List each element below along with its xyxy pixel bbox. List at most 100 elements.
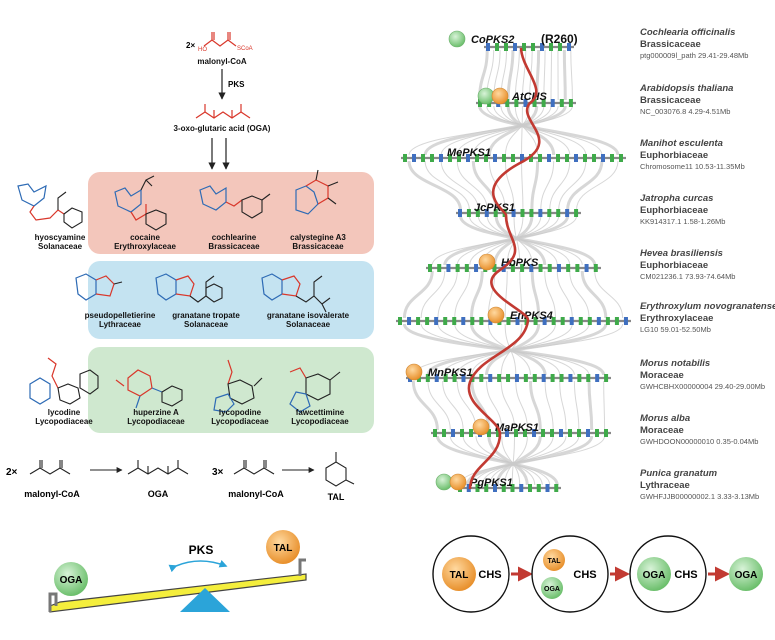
compound-granatane-isovalerate-structure <box>261 273 331 313</box>
stage-3-chs-label: CHS <box>674 569 697 581</box>
gene-block <box>484 209 489 217</box>
synteny-ribbon <box>570 49 573 101</box>
reaction-product: TAL <box>328 492 345 502</box>
gene-block <box>475 209 480 217</box>
gene-block <box>461 374 466 382</box>
gene-block <box>439 154 443 162</box>
gene-block <box>536 484 541 492</box>
gene-block <box>495 43 499 51</box>
gene-block <box>559 429 563 437</box>
synteny-ribbon <box>437 270 458 319</box>
tal-ball-label: TAL <box>274 543 293 554</box>
compound-name: calystegine A3 <box>290 233 346 242</box>
stage-4-oga-label: OGA <box>735 570 758 581</box>
compound-calystegine-structure <box>295 169 339 215</box>
compound-name: lycodine <box>48 408 81 417</box>
gene-block <box>529 154 533 162</box>
synteny-ribbon <box>550 49 552 101</box>
locus-coordinates: LG10 59.01-52.50Mb <box>640 325 711 334</box>
gene-block <box>452 317 457 325</box>
gene-block <box>403 154 407 162</box>
gene-block <box>558 43 562 51</box>
synteny-ribbon <box>420 270 446 319</box>
compound-name: hyoscyamine <box>35 233 86 242</box>
gene-block <box>610 154 614 162</box>
gene-block <box>565 154 569 162</box>
gene-block <box>475 154 479 162</box>
synteny-ribbon <box>456 160 488 211</box>
locus-coordinates: CM021236.1 73.93-74.64Mb <box>640 272 735 281</box>
gene-block <box>442 429 446 437</box>
compound-name: granatane tropate <box>172 311 240 320</box>
compound-name: fawcettimine <box>296 408 345 417</box>
synteny-ribbon <box>580 270 608 319</box>
gene-block <box>586 429 590 437</box>
gene-block <box>532 99 537 107</box>
oga-ball-label: OGA <box>60 575 83 586</box>
gene-block <box>584 264 589 272</box>
gene-block <box>541 99 546 107</box>
synteny-ribbon <box>407 160 462 211</box>
gene-block <box>457 154 461 162</box>
locus-coordinates: KK914317.1 1.58-1.26Mb <box>640 217 725 226</box>
gene-block <box>604 374 609 382</box>
synteny-ribbon <box>504 105 531 156</box>
reaction-tal: 3× malonyl-CoA TAL <box>212 452 355 502</box>
gene-block <box>493 209 498 217</box>
gene-block <box>523 374 528 382</box>
gene-name: PgPKS1 <box>470 477 513 489</box>
gene-block <box>464 264 469 272</box>
ho-label: HO <box>198 47 207 53</box>
synteny-ribbon <box>440 160 479 211</box>
tal-activity-badge <box>449 473 467 491</box>
synteny-ribbon <box>576 160 619 211</box>
seesaw-beam <box>49 573 307 613</box>
gene-block <box>506 374 511 382</box>
synteny-ribbon <box>559 380 567 431</box>
gene-block <box>541 429 545 437</box>
gene-block <box>407 317 412 325</box>
synteny-ribbon <box>562 49 567 101</box>
gene-block <box>568 99 573 107</box>
family-name: Euphorbiaceae <box>640 150 708 161</box>
synteny-ribbon <box>402 270 434 319</box>
gene-block <box>559 99 564 107</box>
compound-cochlearine-structure <box>199 185 271 219</box>
gene-block <box>513 43 517 51</box>
gene-block <box>398 317 402 325</box>
reaction-oga: 2× malonyl-CoA OGA <box>6 460 189 499</box>
synteny-ribbon <box>435 435 559 486</box>
tal-activity-badge <box>472 418 490 436</box>
species-name: Punica granatum <box>640 468 718 479</box>
gene-block <box>448 154 452 162</box>
synteny-ribbon <box>556 270 573 319</box>
gene-block <box>604 429 608 437</box>
synteny-ribbon <box>506 49 515 101</box>
synteny-track: CoPKS2(R260)Cochlearia officinalisBrassi… <box>448 27 748 60</box>
gene-block <box>531 43 535 51</box>
locus-coordinates: ptg000009l_path 29.41-29.48Mb <box>640 51 748 60</box>
species-name: Cochlearia officinalis <box>640 27 735 38</box>
synteny-ribbon <box>478 105 620 156</box>
synteny-ribbon <box>558 160 587 211</box>
synteny-ribbon <box>514 49 520 101</box>
synteny-ribbon <box>587 380 594 431</box>
synteny-ribbon <box>431 215 578 266</box>
gene-block <box>425 317 430 325</box>
synteny-ribbon <box>495 435 542 486</box>
locus-coordinates: NC_003076.8 4.29-4.51Mb <box>640 107 730 116</box>
gene-block <box>505 99 510 107</box>
gene-block <box>519 484 524 492</box>
gene-block <box>532 429 536 437</box>
compound-granatane-tropate-structure <box>155 273 223 303</box>
synteny-ribbon <box>521 160 524 211</box>
compound-pseudopelletierine-structure <box>75 273 123 301</box>
gene-block <box>434 317 439 325</box>
gene-block <box>522 43 526 51</box>
gene-block <box>551 317 556 325</box>
compound-family: Brassicaceae <box>208 242 260 251</box>
gene-block <box>425 374 430 382</box>
gene-block <box>601 154 605 162</box>
family-name: Euphorbiaceae <box>640 205 708 216</box>
